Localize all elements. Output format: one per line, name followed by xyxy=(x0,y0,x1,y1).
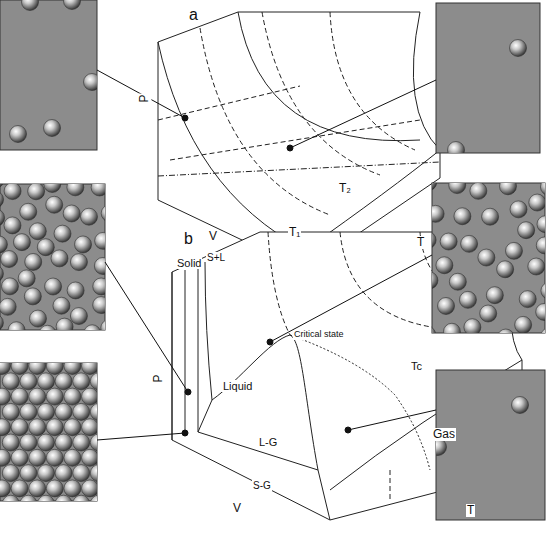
panel-letter: a xyxy=(188,6,199,24)
region-label: S-G xyxy=(252,480,272,491)
axis-label: T xyxy=(416,236,425,249)
axis-label: V xyxy=(232,502,242,515)
isotherm-label: Tc xyxy=(410,360,423,372)
panel-letter: b xyxy=(183,230,194,248)
pvt-surface-ideal xyxy=(158,12,440,270)
particle-inset xyxy=(0,0,545,520)
region-label: Solid xyxy=(176,257,202,269)
region-label: L-G xyxy=(258,436,278,448)
leader-line xyxy=(97,70,436,440)
axis-label: V xyxy=(208,230,218,243)
point-label: Critical state xyxy=(293,330,345,340)
region-label: Liquid xyxy=(222,380,253,392)
region-label: S+L xyxy=(206,252,226,263)
isotherm-label: T₂ xyxy=(338,182,352,195)
region-label: Gas xyxy=(432,428,456,441)
particles xyxy=(0,0,547,512)
isotherm-label: T₁ xyxy=(288,226,301,239)
axis-label: P xyxy=(138,94,151,104)
axis-label: P xyxy=(152,374,165,384)
axis-label: T xyxy=(466,504,475,517)
